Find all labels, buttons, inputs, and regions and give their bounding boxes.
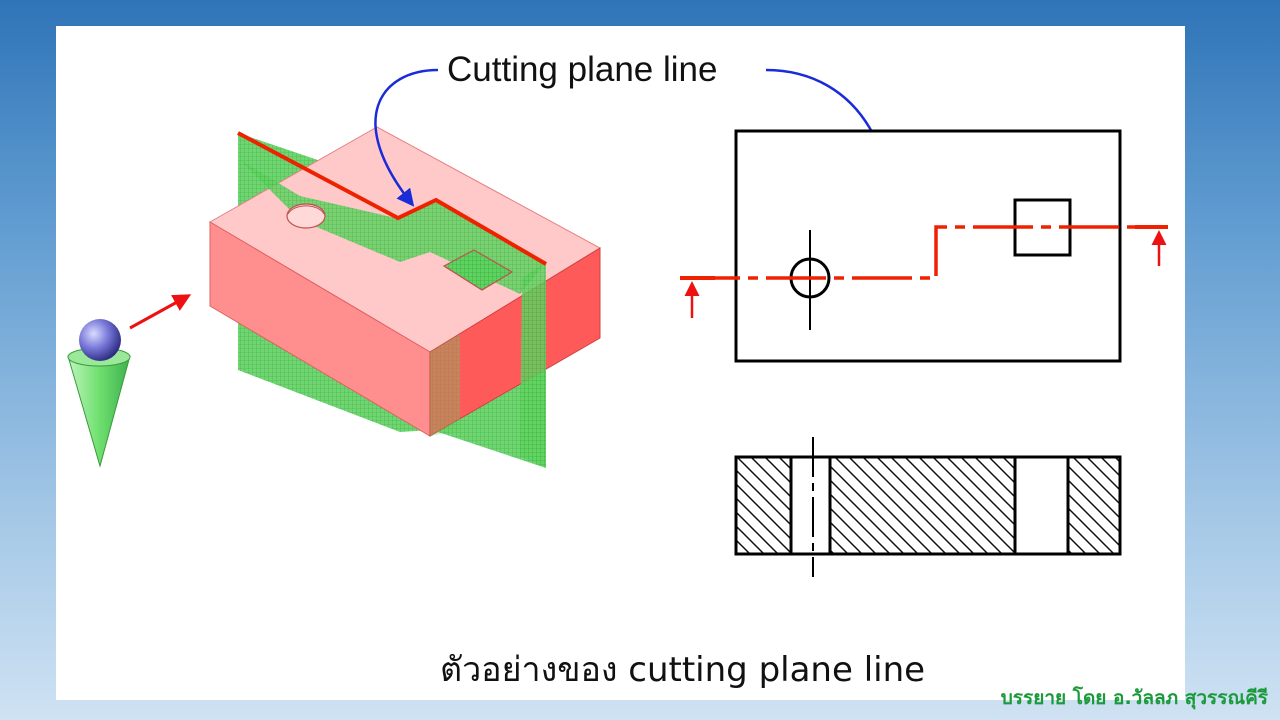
observer-figure: [67, 319, 131, 468]
sectional-view: [734, 437, 1122, 577]
top-view-cutting-plane-line: [680, 225, 1168, 280]
viewing-direction-arrow: [129, 294, 192, 330]
round-hole: [286, 203, 326, 229]
cutting-plane-trace: [237, 131, 548, 266]
lecturer-credit: บรรยาย โดย อ.วัลลภ สุวรรณคีรี: [1000, 687, 1268, 709]
diagram-caption: ตัวอย่างของ cutting plane line: [440, 650, 926, 690]
callout-arrow-left: [374, 68, 439, 207]
square-hole: [442, 249, 514, 291]
isometric-block-with-cutting-plane: [209, 126, 602, 468]
top-view: [680, 129, 1168, 363]
callout-label: Cutting plane line: [447, 50, 718, 89]
